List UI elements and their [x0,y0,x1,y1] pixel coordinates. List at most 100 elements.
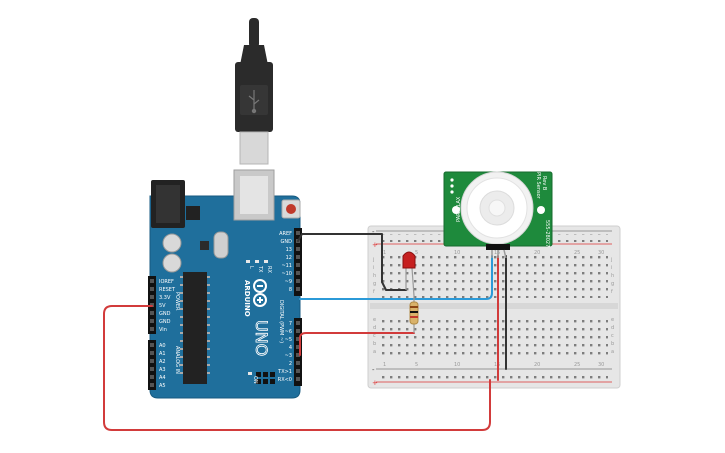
analog-header [148,340,156,390]
pin-label: GND [159,311,171,317]
pin-a3[interactable] [150,367,154,371]
pin-label: ~11 [281,263,292,269]
row-letter: f [611,289,613,295]
column-number: 25 [574,362,580,368]
pin-5[interactable] [296,337,300,341]
reset-button-cap[interactable] [286,204,296,214]
signal-wire[interactable] [299,255,493,300]
gnd-wire[interactable] [297,233,383,283]
pin-a1[interactable] [150,351,154,355]
pin-label: IOREF [159,279,174,285]
rail-minus-mark: - [372,366,375,374]
row-letter: d [611,325,614,331]
row-letter: g [373,281,376,287]
row-letter: i [611,265,612,271]
atmega-chip [183,272,207,384]
pin-4[interactable] [296,345,300,349]
red-led[interactable] [402,251,416,297]
pin-label: A0 [159,343,166,349]
row-letter: b [373,341,376,347]
usb-cable-cord [249,18,259,48]
row-letters-left: j i h g f e d c b a [372,257,376,355]
pin-label: GND [281,239,293,245]
pir-label-part: 555-28027 [544,220,550,247]
row-letter: f [373,289,375,295]
pin-gnd-2[interactable] [150,319,154,323]
pin-a4[interactable] [150,375,154,379]
arduino-uno-board: ARDUINO UNO ON L TX RX AREF GND [148,169,302,399]
pin-10[interactable] [296,271,300,275]
column-number: 5 [415,362,418,368]
analog-header-labels: A0 A1 A2 A3 A4 A5 [159,343,166,389]
pin-0[interactable] [296,377,300,381]
terminal-holes-bottom [382,316,608,358]
row-letter: e [611,317,614,323]
pin-2[interactable] [296,361,300,365]
pin-a5[interactable] [150,383,154,387]
icsp-header [256,372,275,384]
row-letter: j [372,257,374,263]
pin-reset[interactable] [150,287,154,291]
pin-ioref[interactable] [150,279,154,283]
on-led [248,372,252,375]
column-number: 1 [383,362,386,368]
digital-header-bottom [294,318,302,386]
pin-label: GND [159,319,171,325]
usb-icon [248,90,260,114]
resistor[interactable] [409,296,419,333]
gnd-wire-led[interactable] [381,281,407,291]
pin-6[interactable] [296,329,300,333]
smd-chip [200,241,209,250]
row-letter: a [611,349,614,355]
row-letters-right: j i h g f e d c b a [610,257,614,355]
arduino-brand-label: ARDUINO [243,280,251,317]
pin-label: A3 [159,367,166,373]
pin-13[interactable] [296,247,300,251]
pin-3v3[interactable] [150,295,154,299]
pin-label: A4 [159,375,166,381]
capacitor [162,253,182,273]
pin-7[interactable] [296,321,300,325]
pin-a2[interactable] [150,359,154,363]
pin-label: 12 [286,255,292,261]
pin-3[interactable] [296,353,300,357]
led-tx [255,260,259,263]
power-wire[interactable] [103,305,491,431]
pin-label: TX>1 [277,369,292,375]
rail-plus-mark: + [372,241,378,249]
pin-11[interactable] [296,263,300,267]
pin-vin[interactable] [150,327,154,331]
led-body [402,251,416,269]
terminal-holes-top [382,256,608,298]
pin-label: A2 [159,359,166,365]
column-number: 20 [534,250,540,256]
pin-label: AREF [279,231,292,237]
led-rx-label: RX [266,266,272,273]
pin-a0[interactable] [150,343,154,347]
breadboard-center-trench [370,303,618,309]
row-letter: b [611,341,614,347]
pir-pin-gnd[interactable] [503,249,507,259]
pin-1[interactable] [296,369,300,373]
row-letter: c [611,333,614,339]
row-letter: e [373,317,376,323]
voltage-regulator [186,206,200,220]
pin-aref[interactable] [296,231,300,235]
pir-sensor[interactable]: PARALLAX PIR Sensor Rev B 555-28027 [443,171,553,259]
pin-label: ~3 [285,353,292,359]
pin-12[interactable] [296,255,300,259]
pin-gnd-1[interactable] [150,311,154,315]
pin-label: 4 [289,345,292,351]
pin-label: RESET [159,287,176,293]
pin-label: ~9 [285,279,292,285]
breadboard: + - - + j i h g f e d c b a j i h g f e … [367,225,621,389]
column-number: 15 [494,250,500,256]
row-letter: i [373,265,374,271]
wires [103,233,507,431]
power-header-labels: IOREF RESET 3.3V 5V GND GND Vin [159,279,176,333]
arduino-model-label: UNO [252,320,271,356]
pir-label-name: PIR Sensor [535,172,541,200]
pin-9[interactable] [296,279,300,283]
pin-8[interactable] [296,287,300,291]
led-wire[interactable] [299,332,415,356]
